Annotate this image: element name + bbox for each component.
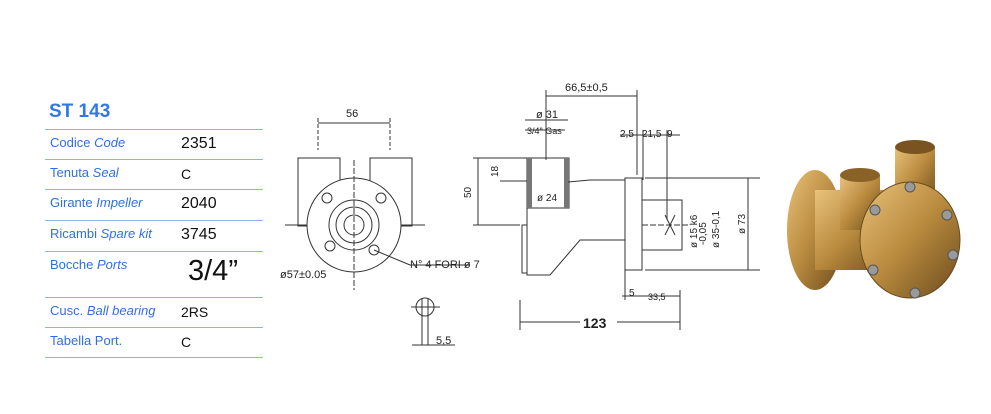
holes-note: N° 4 FORI ø 7 <box>410 259 480 271</box>
dim-56: 56 <box>346 108 358 120</box>
spec-table: Codice Code 2351 Tenuta Seal C Girante I… <box>45 129 263 358</box>
spec-row-spare-kit: Ricambi Spare kit 3745 <box>45 220 263 251</box>
spec-row-impeller: Girante Impeller 2040 <box>45 189 263 220</box>
side-view <box>473 90 760 330</box>
spec-row-ports: Bocche Ports 3/4” <box>45 251 263 297</box>
label-it: Girante <box>50 195 93 210</box>
spec-row-ball-bearing: Cusc. Ball bearing 2RS <box>45 297 263 327</box>
label-it: Bocche <box>50 257 94 272</box>
label-it: Ricambi <box>50 226 97 241</box>
dim-21-5: 21,5 <box>642 129 662 140</box>
label-it: Tenuta <box>50 165 90 180</box>
spec-value: C <box>181 334 192 350</box>
dim-57: ø57±0.05 <box>280 269 326 281</box>
dim-9: 9 <box>667 129 673 140</box>
gas-thread: 3/4" Gas <box>527 126 562 136</box>
label-en: Ball bearing <box>86 303 156 318</box>
label-en: Spare kit <box>100 226 152 241</box>
dim-2-5: 2,5 <box>620 129 634 140</box>
dim-5-5: 5,5 <box>436 335 451 347</box>
label-en: Impeller <box>96 195 143 210</box>
dim-33-5: 33,5 <box>648 292 666 302</box>
spec-value: C <box>181 166 192 182</box>
label-en: Ports <box>97 257 128 272</box>
front-view <box>285 118 470 346</box>
dim-0-05: -0,05 <box>698 222 709 245</box>
dim-66-5: 66,5±0,5 <box>565 82 608 94</box>
label-it: Tabella Port. <box>50 333 123 348</box>
label-it: Codice <box>50 135 91 150</box>
dim-50: 50 <box>463 186 474 198</box>
spec-value: 2RS <box>181 304 209 320</box>
model-title: ST 143 <box>49 101 111 122</box>
dim-31: ø 31 <box>536 109 558 121</box>
spec-value: 2040 <box>181 195 217 212</box>
dim-18: 18 <box>490 165 501 177</box>
spec-row-seal: Tenuta Seal C <box>45 159 263 189</box>
label-it: Cusc. <box>50 303 84 318</box>
dim-123: 123 <box>583 315 607 331</box>
label-en: Code <box>94 135 126 150</box>
spec-value: 3745 <box>181 226 217 243</box>
spec-row-port-table: Tabella Port. C <box>45 327 263 358</box>
dim-73: ø 73 <box>737 214 748 234</box>
pump-photo <box>787 140 961 299</box>
label-en: Seal <box>92 165 119 180</box>
dim-35: ø 35-0,1 <box>711 210 722 248</box>
dim-15: ø 15 k6 <box>689 214 700 248</box>
spec-value: 2351 <box>181 135 217 152</box>
spec-value: 3/4” <box>188 255 238 287</box>
spec-row-code: Codice Code 2351 <box>45 129 263 159</box>
dim-5: 5 <box>629 288 635 299</box>
dim-24: ø 24 <box>537 193 557 204</box>
